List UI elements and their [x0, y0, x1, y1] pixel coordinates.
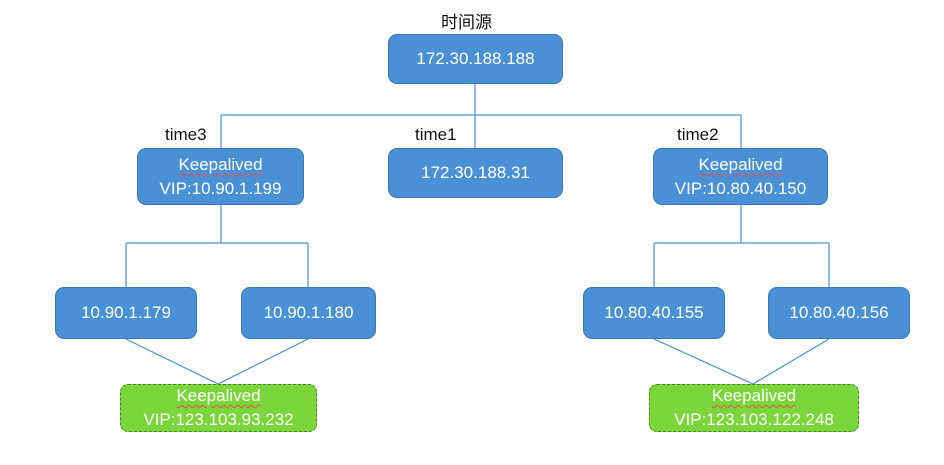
- node-10-90-1-179: 10.90.1.179: [55, 287, 197, 339]
- right-keepalived-vip-node: Keepalived VIP:123.103.122.248: [649, 384, 859, 432]
- left-keepalived-vip-node: Keepalived VIP:123.103.93.232: [120, 384, 317, 432]
- diagram-title: 时间源: [441, 13, 492, 32]
- label-time1: time1: [415, 125, 457, 144]
- root-node-ip: 172.30.188.188: [416, 49, 535, 68]
- node-10-80-40-155-ip: 10.80.40.155: [604, 303, 704, 322]
- node-10-80-40-156-ip: 10.80.40.156: [789, 303, 889, 322]
- root-node: 172.30.188.188: [388, 34, 563, 84]
- node-10-80-40-156: 10.80.40.156: [768, 287, 910, 339]
- time1-node-ip: 172.30.188.31: [421, 163, 530, 182]
- right-keepalived-name: Keepalived: [711, 386, 797, 405]
- node-10-90-1-179-ip: 10.90.1.179: [81, 303, 171, 322]
- label-time3: time3: [165, 125, 207, 144]
- time2-node-vip: VIP:10.80.40.150: [674, 178, 807, 198]
- time3-node: Keepalived VIP:10.90.1.199: [137, 148, 304, 205]
- right-keepalived-vip: VIP:123.103.122.248: [674, 410, 834, 429]
- connector-r2-to-br: [752, 338, 830, 385]
- node-10-90-1-180-ip: 10.90.1.180: [263, 303, 354, 322]
- node-10-80-40-155: 10.80.40.155: [583, 287, 725, 339]
- time3-node-name: Keepalived: [178, 154, 263, 174]
- time1-node: 172.30.188.31: [388, 148, 563, 198]
- time3-node-vip: VIP:10.90.1.199: [159, 178, 282, 198]
- node-10-90-1-180: 10.90.1.180: [241, 287, 376, 339]
- time2-node: Keepalived VIP:10.80.40.150: [653, 148, 828, 205]
- connector-l1-to-bl: [125, 338, 219, 385]
- left-keepalived-vip: VIP:123.103.93.232: [143, 410, 294, 429]
- connector-r1-to-br: [653, 338, 754, 385]
- connector-l2-to-bl: [217, 338, 309, 385]
- time2-node-name: Keepalived: [698, 154, 783, 174]
- left-keepalived-name: Keepalived: [176, 386, 261, 405]
- label-time2: time2: [677, 125, 719, 144]
